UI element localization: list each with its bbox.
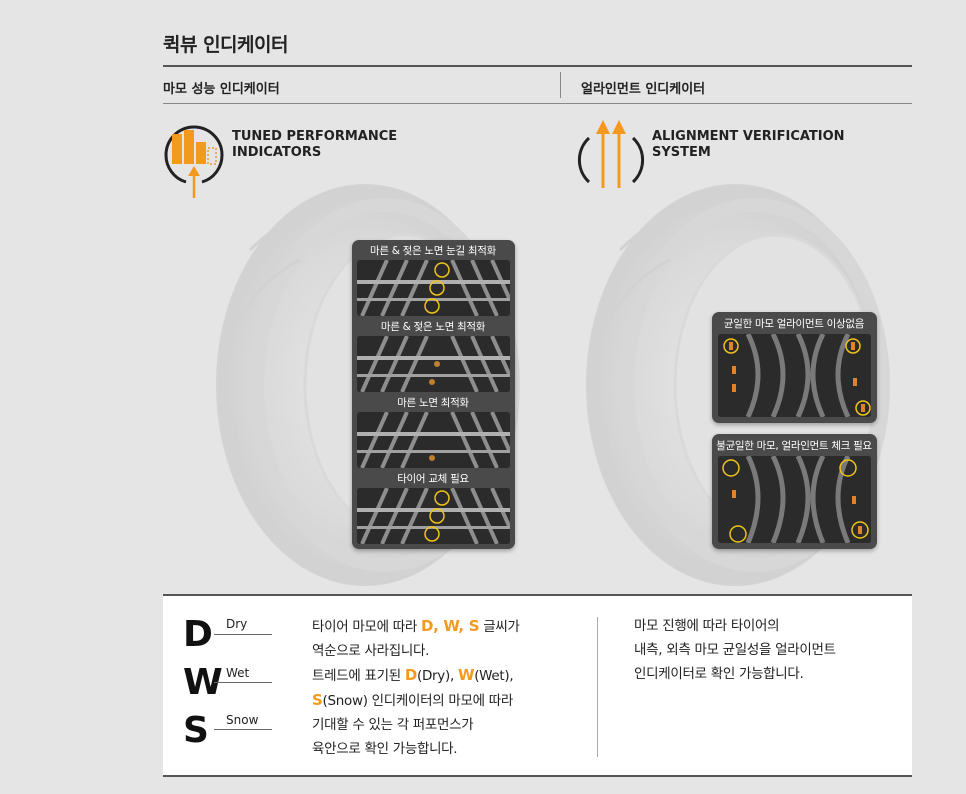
alignment-title-line1: ALIGNMENT VERIFICATION — [652, 129, 845, 144]
tuned-performance-icon — [164, 125, 224, 198]
dws-underline-wet — [214, 682, 272, 683]
dws-letter-d: D — [183, 614, 213, 655]
wear-panel-label-2: 마른 & 젖은 노면 최적화 — [380, 321, 486, 333]
wear-desc-line-3: 트레드에 표기된 D(Dry), W(Wet), — [312, 666, 514, 684]
alignment-verification-title: ALIGNMENT VERIFICATION SYSTEM — [652, 129, 845, 161]
wear-desc-line-1: 타이어 마모에 따라 D, W, S 글씨가 — [312, 617, 520, 635]
alignment-indicator-label: 얼라인먼트 인디케이터 — [581, 82, 706, 97]
wear-panel-stack: 마른 & 젖은 노면 눈길 최적화 마른 & 젖은 노면 최적화 — [352, 240, 515, 549]
wear-indicator-label: 마모 성능 인디케이터 — [163, 82, 280, 97]
column-divider — [560, 72, 561, 98]
info-box — [163, 594, 912, 777]
alignment-title-line2: SYSTEM — [652, 145, 711, 160]
alignment-panel-check: 불균일한 마모, 얼라인먼트 체크 필요 — [712, 434, 877, 549]
dws-highlight: D, W, S — [420, 617, 480, 635]
dws-letter-w: W — [183, 662, 223, 703]
header-divider — [163, 65, 912, 67]
tuned-title-line1: TUNED PERFORMANCE — [232, 129, 398, 144]
alignment-desc-line-2: 내측, 외측 마모 균일성을 얼라이먼트 — [634, 642, 836, 658]
alignment-verification-icon — [577, 120, 645, 188]
wear-desc-line-2: 역순으로 사라집니다. — [312, 643, 430, 659]
wear-panel-label-3: 마른 노면 최적화 — [397, 397, 469, 409]
wear-panel-label-4: 타이어 교체 필요 — [397, 473, 469, 485]
page-title: 퀵뷰 인디케이터 — [163, 34, 288, 56]
wear-description: 타이어 마모에 따라 D, W, S 글씨가 역순으로 사라집니다. 트레드에 … — [312, 614, 520, 761]
dws-underline-snow — [214, 729, 272, 730]
tread-image-worn — [357, 488, 510, 544]
dws-word-dry: Dry — [226, 617, 248, 631]
tread-image-even-wear — [718, 334, 871, 417]
tuned-performance-title: TUNED PERFORMANCE INDICATORS — [232, 129, 397, 161]
tread-image-d — [357, 412, 510, 468]
alignment-panel-label-1: 균일한 마모 얼라이먼트 이상없음 — [723, 318, 865, 330]
info-box-divider — [597, 617, 598, 757]
wear-panel-label-1: 마른 & 젖은 노면 눈길 최적화 — [369, 245, 497, 257]
dws-word-wet: Wet — [226, 666, 250, 680]
dws-letter-s: S — [183, 710, 209, 751]
tread-image-dws — [357, 260, 510, 316]
alignment-description: 마모 진행에 따라 타이어의 내측, 외측 마모 균일성을 얼라이먼트 인디케이… — [634, 614, 836, 686]
alignment-desc-line-3: 인디케이터로 확인 가능합니다. — [634, 666, 804, 682]
wear-desc-line-4: S(Snow) 인디케이터의 마모에 따라 — [312, 691, 513, 709]
alignment-desc-line-1: 마모 진행에 따라 타이어의 — [634, 618, 780, 634]
wear-desc-line-6: 육안으로 확인 가능합니다. — [312, 741, 458, 757]
subheader-divider — [163, 103, 912, 104]
tuned-title-line2: INDICATORS — [232, 145, 322, 160]
alignment-panel-ok: 균일한 마모 얼라이먼트 이상없음 — [712, 312, 877, 423]
dws-underline-dry — [214, 634, 272, 635]
wear-desc-line-5: 기대할 수 있는 각 퍼포먼스가 — [312, 717, 474, 733]
alignment-panel-label-2: 불균일한 마모, 얼라인먼트 체크 필요 — [716, 440, 872, 452]
tread-image-dw — [357, 336, 510, 392]
tread-image-uneven-wear — [718, 456, 871, 543]
dws-word-snow: Snow — [226, 713, 259, 727]
